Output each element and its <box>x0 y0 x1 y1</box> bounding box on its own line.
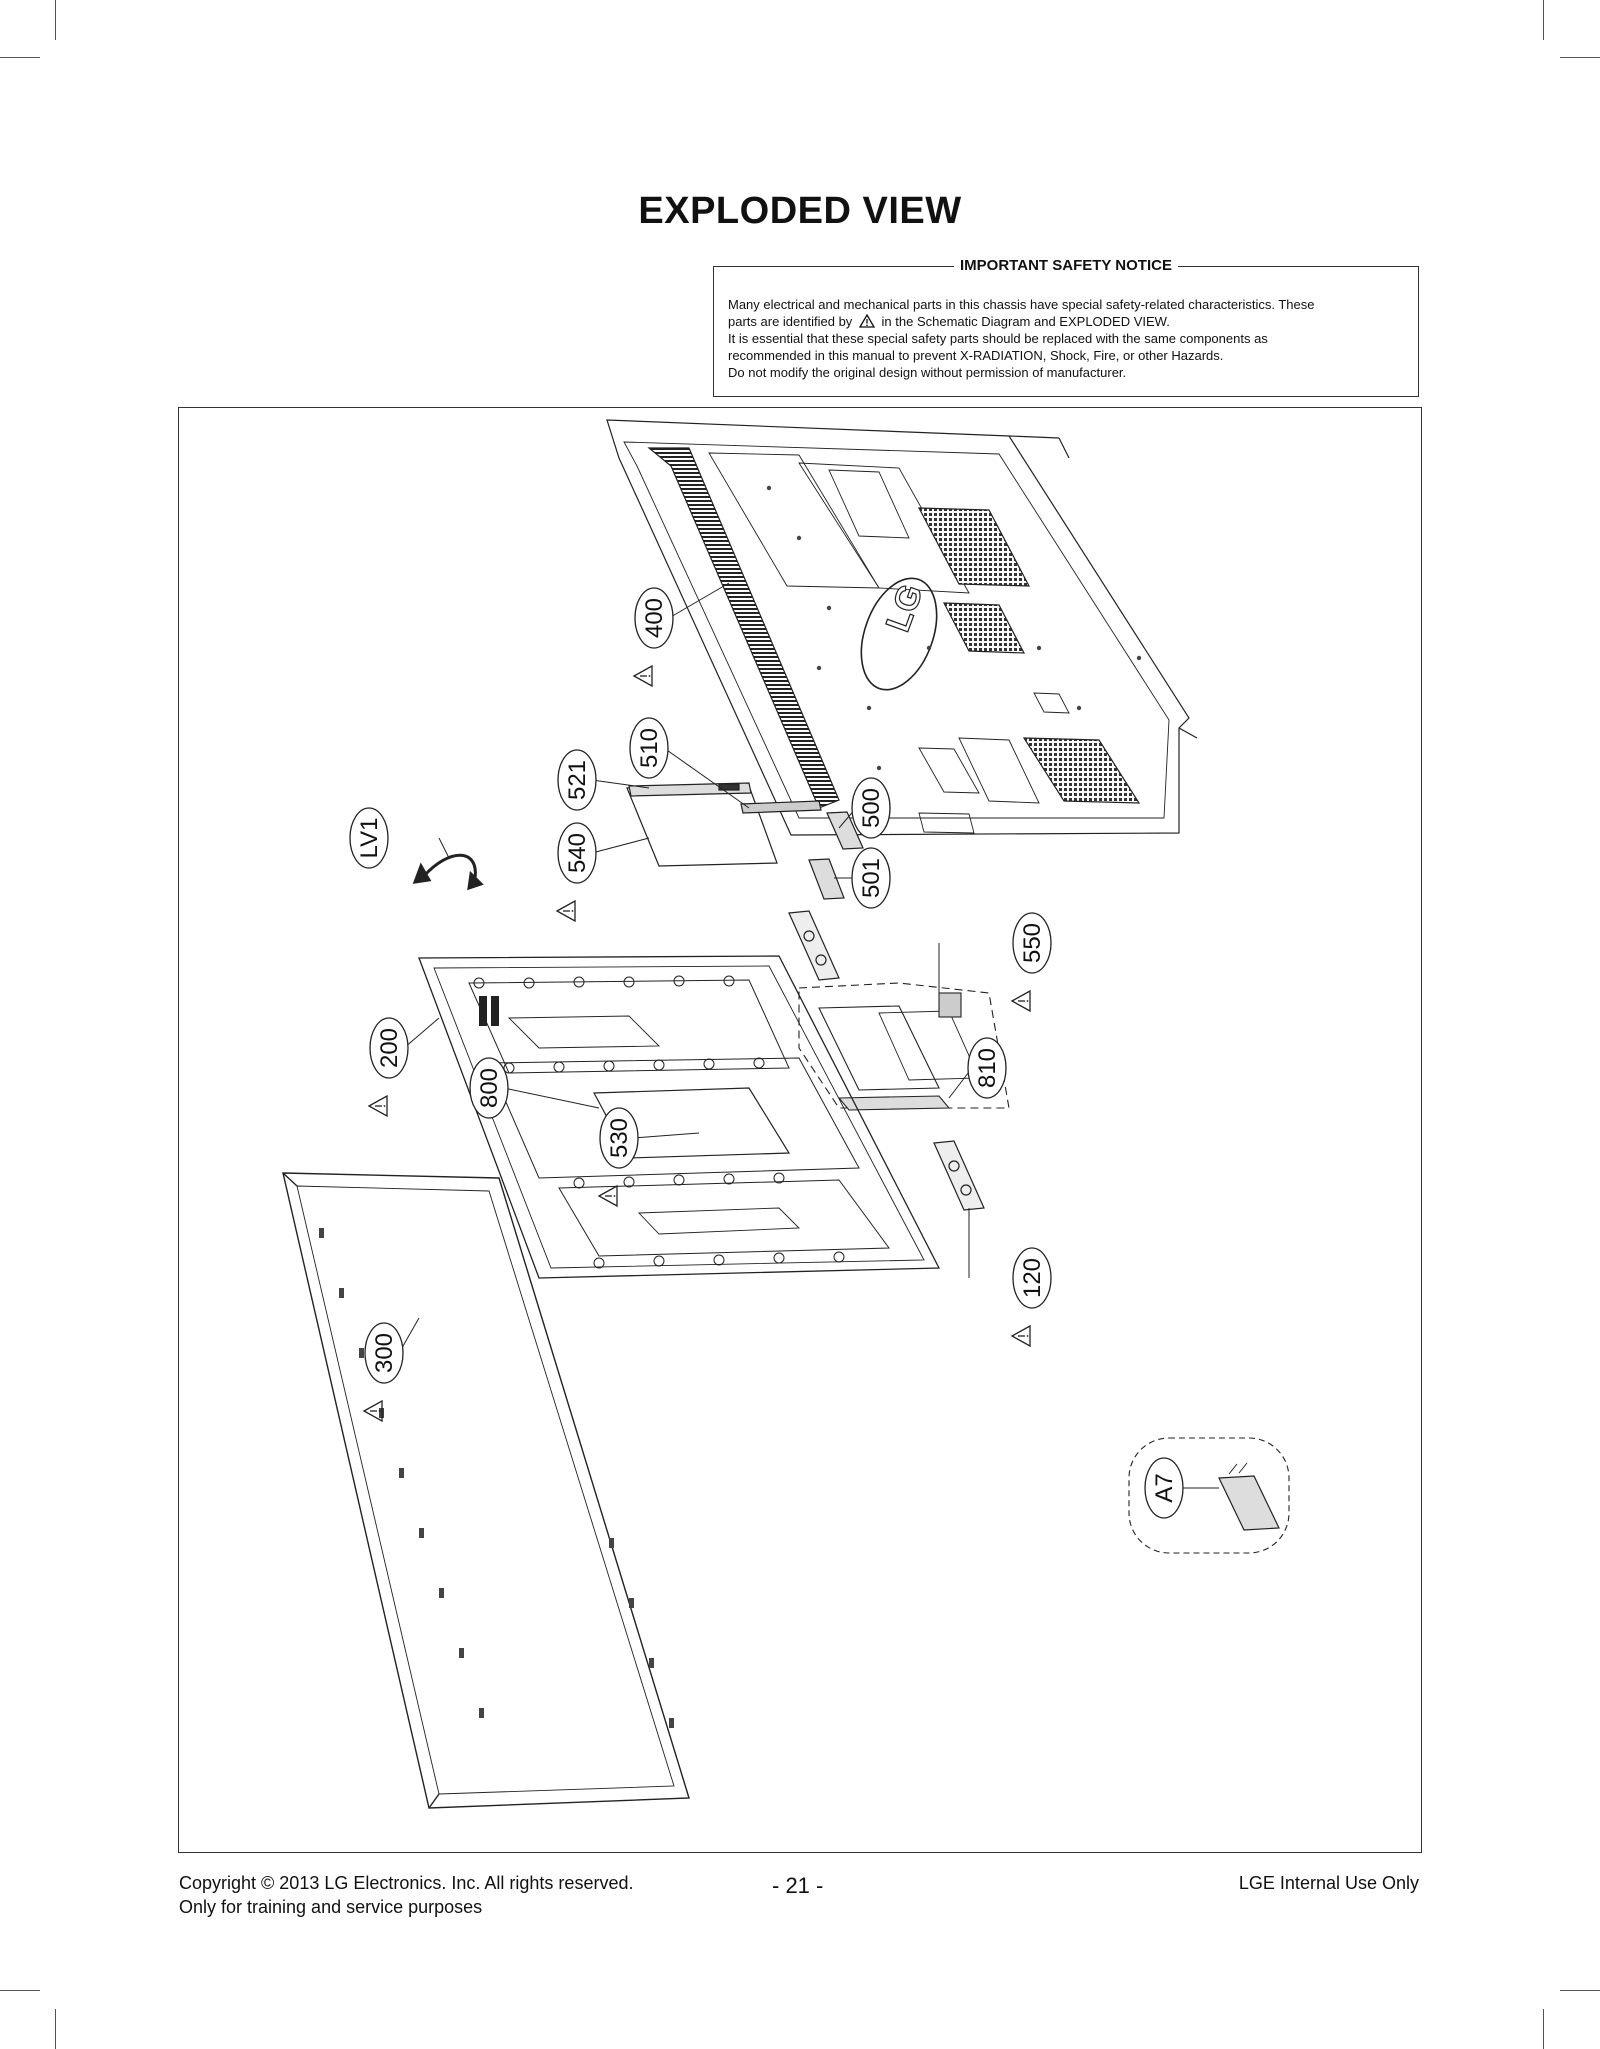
callout-521: 521 <box>557 749 597 811</box>
callout-120: 120 <box>1012 1247 1052 1309</box>
callout-501: 501 <box>851 847 891 909</box>
callout-540: 540 <box>557 822 597 884</box>
callout-800: 800 <box>469 1057 509 1119</box>
warning-triangle-icon <box>1010 1324 1031 1348</box>
crop-mark <box>1560 1990 1600 1991</box>
middle-frame-200 <box>418 955 941 1279</box>
notice-line: It is essential that these special safet… <box>728 331 1268 346</box>
callout-500: 500 <box>851 777 891 839</box>
callout-510: 510 <box>629 717 669 779</box>
footer-copyright: Copyright © 2013 LG Electronics. Inc. Al… <box>179 1873 634 1893</box>
safety-notice-heading: IMPORTANT SAFETY NOTICE <box>954 257 1178 274</box>
callout-label: 120 <box>1019 1258 1046 1298</box>
callout-label: 521 <box>564 760 591 800</box>
callout-530: 530 <box>599 1107 639 1169</box>
part-callouts: 400 510 521 500 540 LV1 501 550 200 810 800 530 120 3… <box>349 587 1184 1519</box>
callout-label: 501 <box>858 858 885 898</box>
safety-notice-box: IMPORTANT SAFETY NOTICE Many electrical … <box>713 257 1419 397</box>
callout-label: LV1 <box>356 818 383 859</box>
crop-mark <box>1560 57 1600 58</box>
callout-550: 550 <box>1012 912 1052 974</box>
callout-a7: A7 <box>1144 1457 1184 1519</box>
callout-label: 500 <box>858 788 885 828</box>
safety-notice-body: Many electrical and mechanical parts in … <box>728 296 1404 381</box>
exploded-view-drawing: LG <box>282 419 1290 1809</box>
crop-mark <box>0 1990 40 1991</box>
detail-a7 <box>1128 1437 1290 1554</box>
notice-line: recommended in this manual to prevent X-… <box>728 348 1224 363</box>
warning-triangle-icon <box>858 313 876 328</box>
footer-purpose: Only for training and service purposes <box>179 1897 483 1917</box>
cable-lv1 <box>412 853 484 891</box>
leader-lines <box>398 582 1219 1489</box>
callout-label: 300 <box>371 1333 398 1373</box>
ir-board-510 <box>740 800 822 814</box>
warning-triangle-icon <box>1010 989 1031 1013</box>
page-title: EXPLODED VIEW <box>638 190 962 232</box>
callout-400: 400 <box>634 587 674 649</box>
callout-label: 550 <box>1019 923 1046 963</box>
notice-line: Do not modify the original design withou… <box>728 365 1127 380</box>
page-number: - 21 - <box>772 1873 824 1898</box>
crop-mark <box>1543 2009 1544 2049</box>
warning-triangle-icon <box>362 1399 383 1423</box>
crop-mark <box>0 57 40 58</box>
callout-label: 510 <box>636 728 663 768</box>
crop-mark <box>1543 0 1544 40</box>
callout-label: A7 <box>1151 1473 1178 1502</box>
notice-line-suffix: in the Schematic Diagram and EXPLODED VI… <box>881 314 1170 329</box>
warning-triangle-icon <box>367 1094 388 1118</box>
callout-label: 800 <box>476 1068 503 1108</box>
callout-200: 200 <box>369 1017 409 1079</box>
front-cabinet-300 <box>282 1172 690 1809</box>
footer-internal: LGE Internal Use Only <box>1238 1873 1419 1893</box>
key-board-500 <box>808 811 864 900</box>
warning-triangle-icon <box>597 1184 618 1208</box>
callout-810: 810 <box>967 1037 1007 1099</box>
back-cover-400: LG <box>606 419 1198 836</box>
notice-line: parts are identified by in the Schematic… <box>728 313 1404 330</box>
warning-triangle-icon <box>555 899 576 923</box>
speaker-left <box>788 910 840 981</box>
callout-label: 200 <box>376 1028 403 1068</box>
diagram-frame: LG <box>178 407 1422 1853</box>
notice-line: Many electrical and mechanical parts in … <box>728 297 1315 312</box>
speaker-right <box>933 1140 985 1211</box>
main-board-540 <box>626 782 778 867</box>
callout-lv1: LV1 <box>349 807 389 869</box>
callout-label: 400 <box>641 598 668 638</box>
callout-label: 810 <box>974 1048 1001 1088</box>
callout-label: 530 <box>606 1118 633 1158</box>
callout-300: 300 <box>364 1322 404 1384</box>
crop-mark <box>55 0 56 40</box>
notice-line-prefix: parts are identified by <box>728 314 853 329</box>
crop-mark <box>55 2009 56 2049</box>
warning-triangle-icon <box>632 664 653 688</box>
callout-label: 540 <box>564 833 591 873</box>
